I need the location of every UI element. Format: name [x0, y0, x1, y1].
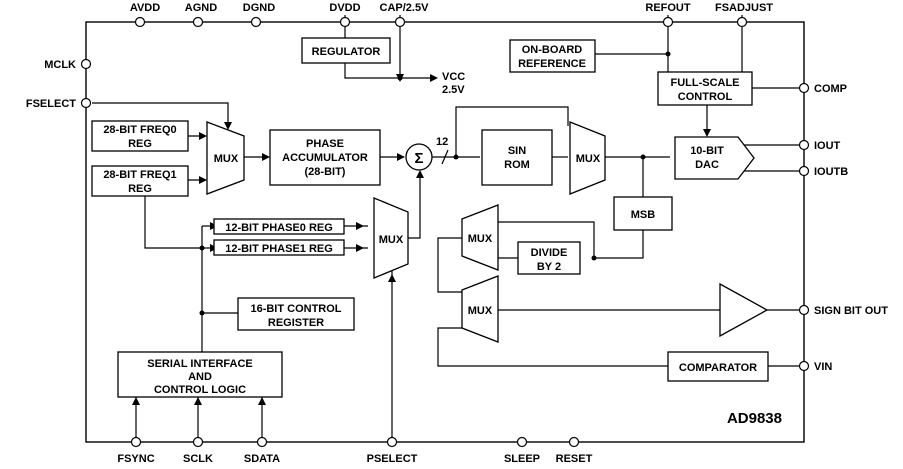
dac-line1: 10-BIT: [690, 145, 724, 157]
regulator-label: REGULATOR: [312, 46, 381, 58]
lower-mux-label: MUX: [468, 305, 493, 317]
pin-reset: RESET: [556, 453, 593, 465]
pin-comp: COMP: [814, 83, 847, 95]
pin-agnd: AGND: [185, 2, 217, 14]
phase1-register: 12-BIT PHASE1 REG: [213, 239, 345, 256]
pin-cap: CAP/2.5V: [380, 2, 430, 14]
fullscale-line2: CONTROL: [678, 91, 733, 103]
freq1-register: 28-BIT FREQ1 REG: [91, 165, 189, 197]
upper-output-mux: MUX: [461, 204, 499, 271]
output-buffer: [719, 282, 769, 338]
divide-by-2-block: DIVIDE BY 2: [517, 241, 581, 275]
dac-line2: DAC: [695, 159, 719, 171]
pin-sdata: SDATA: [244, 453, 280, 465]
part-number: AD9838: [727, 410, 782, 427]
chip-outline: [85, 21, 805, 443]
control-register-block: 16-BIT CONTROL REGISTER: [237, 297, 355, 331]
freq1-line2: REG: [128, 183, 152, 195]
pin-ioutb: IOUTB: [814, 166, 848, 178]
pin-fsync: FSYNC: [117, 453, 154, 465]
control-reg-line2: REGISTER: [268, 317, 324, 329]
phase-acc-line1: PHASE: [306, 138, 344, 150]
upper-mux-label: MUX: [468, 233, 493, 245]
pin-avdd: AVDD: [130, 2, 160, 14]
phase-accumulator-block: PHASE ACCUMULATOR (28-BIT): [269, 129, 381, 186]
sin-rom-block: SIN ROM: [481, 129, 553, 186]
pin-sleep: SLEEP: [504, 453, 540, 465]
phase0-label: 12-BIT PHASE0 REG: [225, 222, 333, 234]
pin-labels: AVDD AGND DGND DVDD CAP/2.5V REFOUT FSAD…: [26, 2, 888, 465]
serial-line1: SERIAL INTERFACE: [147, 358, 253, 370]
serial-interface-block: SERIAL INTERFACE AND CONTROL LOGIC: [117, 351, 283, 398]
onboard-ref-line2: REFERENCE: [518, 58, 586, 70]
pin-circles: [80, 16, 810, 448]
sin-mux-label: MUX: [576, 153, 601, 165]
freq0-line2: REG: [128, 138, 152, 150]
pin-dvdd: DVDD: [329, 2, 360, 14]
summer-node: Σ: [405, 143, 433, 171]
freq-mux: MUX: [206, 121, 245, 195]
pin-refout: REFOUT: [645, 2, 691, 14]
msb-label: MSB: [631, 209, 656, 221]
sin-rom-line2: ROM: [504, 159, 530, 171]
sin-mux: MUX: [569, 121, 606, 195]
freq-mux-label: MUX: [214, 153, 239, 165]
summer-symbol: Σ: [414, 150, 423, 167]
serial-line2: AND: [188, 371, 212, 383]
wires: [92, 15, 804, 442]
onboard-reference-block: ON-BOARD REFERENCE: [509, 39, 596, 73]
comparator-label: COMPARATOR: [679, 362, 757, 374]
control-reg-line1: 16-BIT CONTROL: [250, 303, 341, 315]
pin-mclk: MCLK: [44, 59, 76, 71]
regulator-block: REGULATOR: [301, 37, 391, 64]
pin-dgnd: DGND: [243, 2, 275, 14]
phase-acc-line2: ACCUMULATOR: [282, 152, 368, 164]
fullscale-control-block: FULL-SCALE CONTROL: [657, 71, 753, 106]
pin-sclk: SCLK: [183, 453, 213, 465]
freq0-line1: 28-BIT FREQ0: [103, 124, 176, 136]
phase-mux-label: MUX: [379, 234, 404, 246]
vcc-label-line2: 2.5V: [442, 84, 465, 96]
serial-line3: CONTROL LOGIC: [154, 384, 246, 396]
comparator-block: COMPARATOR: [667, 351, 769, 382]
pin-vin: VIN: [814, 361, 832, 373]
pin-sign-bit-out: SIGN BIT OUT: [814, 305, 888, 317]
arrowheads: [132, 74, 711, 405]
divide-line2: BY 2: [537, 261, 561, 273]
msb-block: MSB: [613, 196, 673, 231]
phase1-label: 12-BIT PHASE1 REG: [225, 243, 333, 255]
sin-rom-line1: SIN: [508, 145, 526, 157]
lower-output-mux: MUX: [461, 275, 499, 343]
vcc-label-line1: VCC: [442, 71, 465, 83]
phase0-register: 12-BIT PHASE0 REG: [213, 218, 345, 235]
onboard-ref-line1: ON-BOARD: [522, 44, 583, 56]
pin-fselect: FSELECT: [26, 98, 76, 110]
phase-mux: MUX: [373, 197, 409, 279]
dac-block: 10-BIT DAC: [674, 136, 755, 180]
pin-fsadjust: FSADJUST: [715, 2, 773, 14]
divide-line1: DIVIDE: [531, 247, 568, 259]
bus-width-label: 12: [436, 136, 448, 148]
fullscale-line1: FULL-SCALE: [670, 77, 739, 89]
phase-acc-line3: (28-BIT): [305, 166, 346, 178]
freq0-register: 28-BIT FREQ0 REG: [91, 120, 189, 152]
junction-dots: [199, 51, 671, 316]
pin-iout: IOUT: [814, 140, 841, 152]
freq1-line1: 28-BIT FREQ1: [103, 169, 176, 181]
pin-pselect: PSELECT: [367, 453, 418, 465]
